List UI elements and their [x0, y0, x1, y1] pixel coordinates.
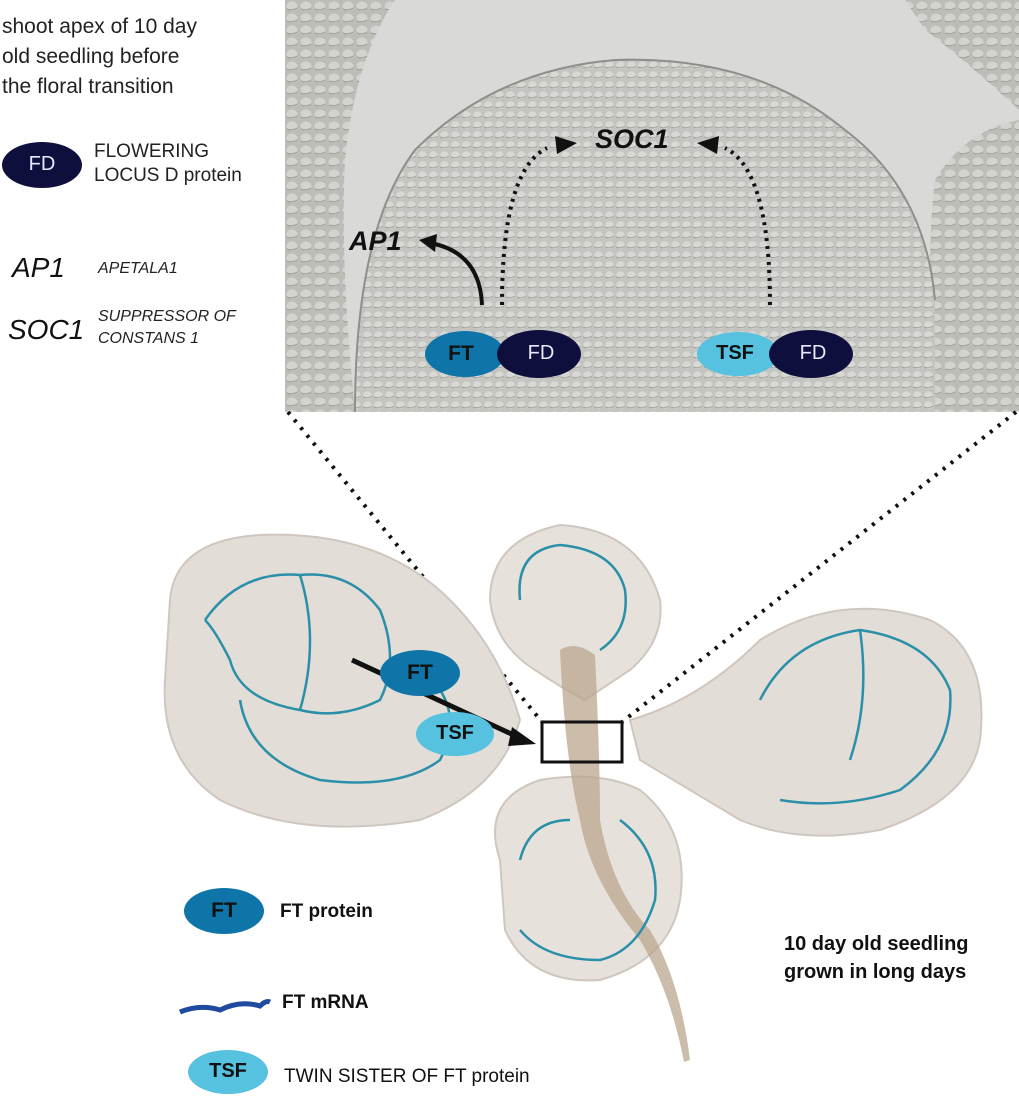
legend-ft-badge-label: FT	[211, 899, 237, 922]
fd-badge	[497, 330, 581, 378]
legend-fd-name-line2: LOCUS D protein	[94, 165, 242, 186]
legend-ft-label: FT protein	[280, 901, 373, 922]
ft-badge-label: FT	[448, 342, 474, 365]
legend-fd-name: FLOWERING LOCUS D protein	[94, 140, 242, 188]
apex-caption-line2: old seedling before	[2, 45, 180, 68]
legend-soc1-symbol: SOC1	[8, 314, 85, 345]
tsf-badge-label: TSF	[716, 342, 754, 364]
legend-tsf-badge	[188, 1050, 268, 1094]
shoot-apex-panel: SOC1 AP1 FT FD TSF FD	[285, 0, 1019, 412]
legend-soc1-name-line2: CONSTANS 1	[98, 330, 200, 347]
legend-fd-badge	[2, 142, 82, 188]
seedling-ft-badge-label: FT	[407, 661, 433, 684]
seedling-caption-line2: grown in long days	[784, 961, 967, 983]
leaf-right	[628, 607, 983, 837]
leaf-top	[488, 523, 662, 702]
ft-fd-complex: FT FD	[425, 330, 585, 378]
fd-badge-label: FD	[527, 342, 555, 364]
legend-ft-badge	[184, 888, 264, 934]
legend-soc1-name-line1: SUPPRESSOR OF	[98, 308, 236, 325]
ap1-label: AP1	[349, 226, 402, 256]
legend-tsf-badge-label: TSF	[209, 1060, 247, 1082]
zoom-line-left	[286, 410, 544, 724]
seedling-tsf-badge	[416, 712, 494, 756]
seedling-caption-line1: 10 day old seedling	[784, 933, 969, 955]
apex-caption: shoot apex of 10 day old seedling before…	[2, 12, 197, 102]
seedling-ft-badge	[380, 650, 460, 696]
tsf-badge	[697, 332, 779, 376]
seedling-illustration	[163, 410, 1018, 1062]
legend-ap1-name: APETALA1	[98, 260, 178, 277]
legend-mrna-label: FT mRNA	[282, 992, 369, 1013]
stem	[560, 646, 690, 1062]
transport-arrow-head	[508, 727, 536, 746]
soc1-label: SOC1	[595, 124, 669, 154]
apex-caption-line1: shoot apex of 10 day	[2, 15, 197, 38]
apex-zoom-box	[540, 720, 624, 764]
seedling-tsf-badge-label: TSF	[436, 722, 474, 744]
fd-badge-label: FD	[799, 342, 827, 364]
legend-fd-badge-label: FD	[28, 153, 56, 175]
legend-soc1-name: SUPPRESSOR OF CONSTANS 1	[98, 306, 236, 350]
fd-badge	[769, 330, 853, 378]
shoot-apex-image	[285, 0, 1019, 412]
ft-mrna-squiggle	[179, 999, 272, 1015]
ft-badge	[425, 331, 505, 377]
seedling-caption: 10 day old seedling grown in long days	[784, 930, 969, 986]
legend-ap1-symbol: AP1	[12, 252, 65, 283]
apex-caption-line3: the floral transition	[2, 75, 174, 98]
legend-tsf-label: TWIN SISTER OF FT protein	[284, 1066, 530, 1087]
leaf-left	[163, 533, 522, 828]
tsf-fd-complex: TSF FD	[697, 330, 857, 378]
zoom-line-right	[620, 410, 1018, 724]
legend-fd-name-line1: FLOWERING	[94, 141, 210, 162]
